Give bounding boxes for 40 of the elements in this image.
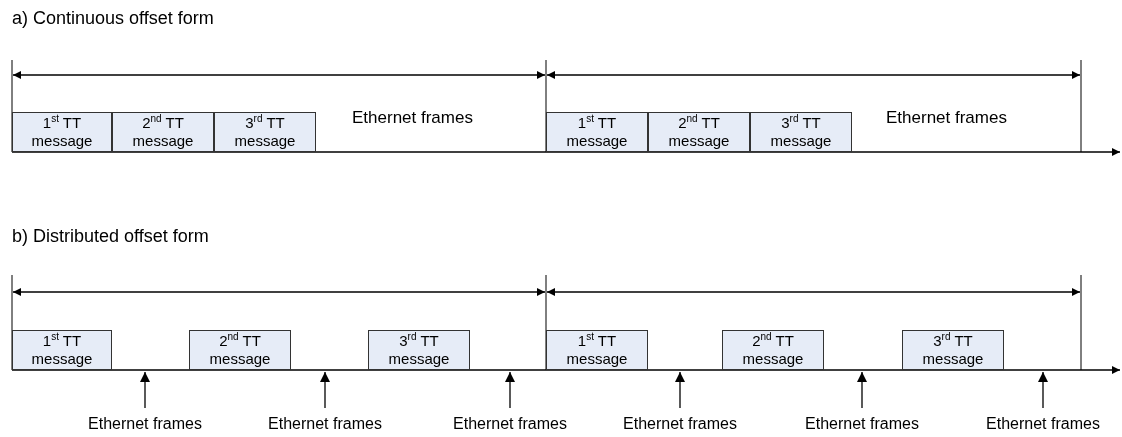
- message-label: 2$^{nd}$ TT message: [667, 114, 731, 150]
- message-label: 3$^{rd}$ TT message: [233, 114, 297, 150]
- frame-label: Ethernet frames: [453, 415, 567, 433]
- frame-label: Ethernet frames: [623, 415, 737, 433]
- message-label: 1$^{st}$ TT message: [30, 114, 94, 150]
- arrow: [505, 371, 515, 409]
- message-label: 2$^{nd}$ TT message: [208, 332, 272, 368]
- message-box: [902, 330, 1004, 370]
- message-box: [12, 112, 112, 152]
- message-label: 3$^{rd}$ TT message: [769, 114, 833, 150]
- arrow: [320, 371, 330, 409]
- message-box: [722, 330, 824, 370]
- message-label: 1$^{st}$ TT message: [565, 332, 629, 368]
- frame-label: Ethernet frames: [886, 108, 1007, 128]
- frame-label: Ethernet frames: [805, 415, 919, 433]
- section-title: b) Distributed offset form: [12, 226, 209, 247]
- message-label: 3$^{rd}$ TT message: [921, 332, 985, 368]
- message-label: 2$^{nd}$ TT message: [131, 114, 195, 150]
- frame-label: Ethernet frames: [268, 415, 382, 433]
- message-box: [214, 112, 316, 152]
- frame-label: Ethernet frames: [88, 415, 202, 433]
- message-box: [12, 330, 112, 370]
- frame-label: Ethernet frames: [352, 108, 473, 128]
- message-box: [648, 112, 750, 152]
- message-box: [189, 330, 291, 370]
- arrow: [675, 371, 685, 409]
- message-label: 3$^{rd}$ TT message: [387, 332, 451, 368]
- message-box: [112, 112, 214, 152]
- message-box: [546, 330, 648, 370]
- frame-label: Ethernet frames: [986, 415, 1100, 433]
- message-label: 2$^{nd}$ TT message: [741, 332, 805, 368]
- message-box: [368, 330, 470, 370]
- arrow: [857, 371, 867, 409]
- message-box: [546, 112, 648, 152]
- message-box: [750, 112, 852, 152]
- arrow: [1038, 371, 1048, 409]
- message-label: 1$^{st}$ TT message: [565, 114, 629, 150]
- section-title: a) Continuous offset form: [12, 8, 214, 29]
- message-label: 1$^{st}$ TT message: [30, 332, 94, 368]
- arrow: [140, 371, 150, 409]
